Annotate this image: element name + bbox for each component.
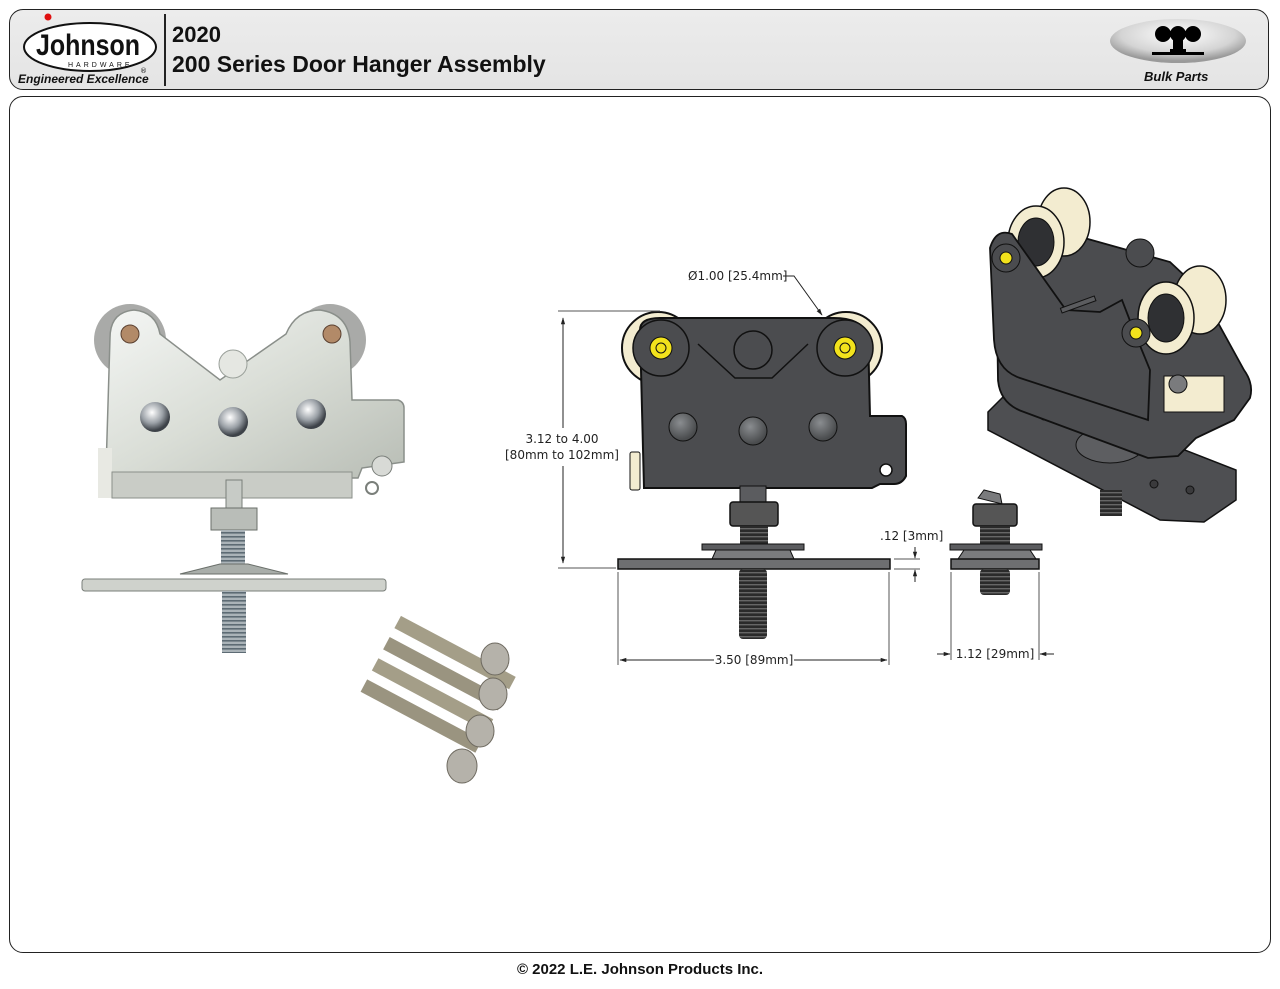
isometric-view xyxy=(987,187,1253,523)
front-view xyxy=(617,311,907,639)
svg-text:®: ® xyxy=(140,67,147,75)
hanger-track-icon xyxy=(1110,19,1246,63)
height-range-dim-line2: [80mm to 102mm] xyxy=(505,448,619,462)
tagline: Engineered Excellence xyxy=(18,72,149,86)
brand-subtext: HARDWARE xyxy=(68,62,133,69)
dimension-annotations: 3.12 to 4.00 [80mm to 102mm] Ø1.00 [25.4… xyxy=(505,269,1054,667)
johnson-logo: Johnson HARDWARE ® xyxy=(23,13,157,75)
category-label: Bulk Parts xyxy=(1144,69,1209,84)
screws-photo xyxy=(360,615,516,784)
brand-text: Johnson xyxy=(36,29,140,62)
document-year: 2020 xyxy=(172,22,221,47)
height-range-dim-line1: 3.12 to 4.00 xyxy=(525,432,598,446)
title-block: Johnson HARDWARE ® Engineered Excellence… xyxy=(9,9,1269,90)
document-title: 200 Series Door Hanger Assembly xyxy=(172,51,546,77)
plate-length-dim: 3.50 [89mm] xyxy=(715,653,794,667)
plate-width-dim: 1.12 [29mm] xyxy=(956,647,1035,661)
wheel-diameter-dim: Ø1.00 [25.4mm] xyxy=(688,269,787,283)
header-divider xyxy=(164,14,166,86)
side-view xyxy=(949,489,1043,595)
hanger-photo xyxy=(81,304,405,653)
copyright-footer: © 2022 L.E. Johnson Products Inc. xyxy=(516,961,764,978)
plate-thickness-dim: .12 [3mm] xyxy=(880,529,943,543)
